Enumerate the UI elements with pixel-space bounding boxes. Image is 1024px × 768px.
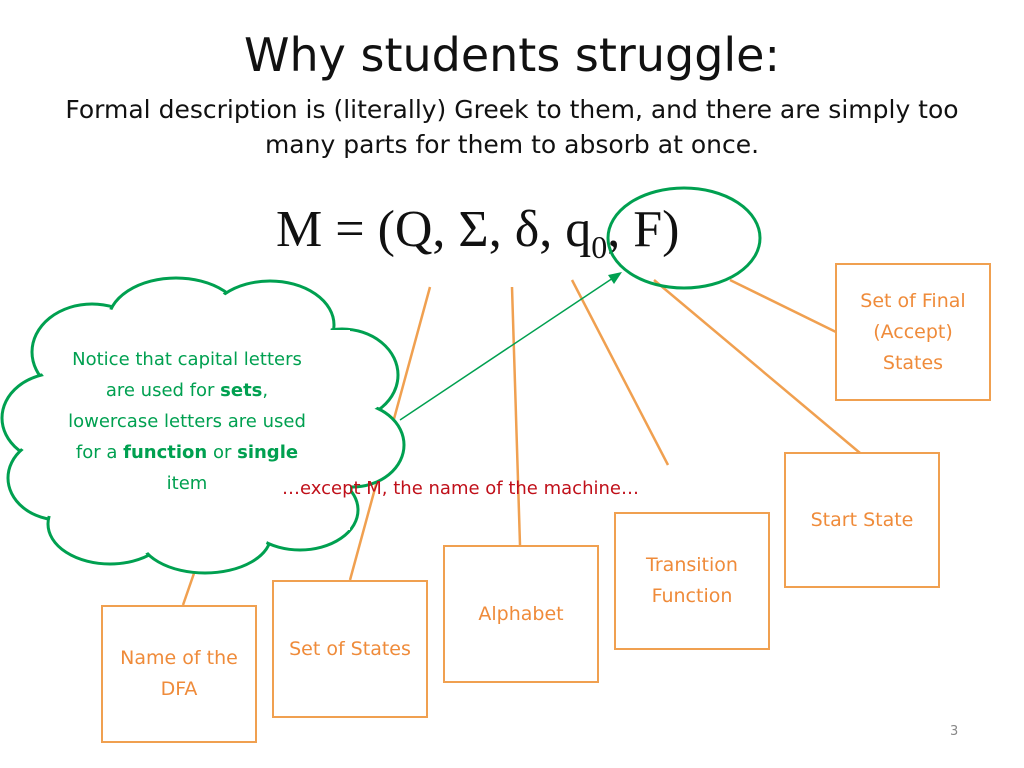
box-name-of-dfa-label: Name of the DFA <box>120 647 238 700</box>
box-alphabet: Alphabet <box>443 545 599 683</box>
slide-title: Why students struggle: <box>244 28 780 82</box>
box-final-states-label: Set of Final (Accept) States <box>860 289 966 374</box>
connector-alphabet <box>510 286 522 546</box>
cloud-text-part3: or <box>207 442 238 463</box>
cloud-text-function: function <box>123 442 208 463</box>
connector-final <box>729 278 837 334</box>
box-set-of-states-label: Set of States <box>289 637 411 660</box>
cloud-text-single: single <box>237 442 299 463</box>
page-number: 3 <box>950 724 959 739</box>
box-name-of-dfa: Name of the DFA <box>101 605 257 743</box>
box-transition-function: Transition Function <box>614 512 770 650</box>
connector-start <box>653 279 861 454</box>
highlight-ellipse <box>606 186 762 290</box>
cloud-text-part2: , lowercase letters are used for a <box>68 380 306 463</box>
exception-note: …except M, the name of the machine… <box>282 478 639 499</box>
box-start-state-label: Start State <box>810 508 914 531</box>
box-start-state: Start State <box>784 452 940 588</box>
cloud-text-sets: sets <box>220 380 263 401</box>
arrow-to-q0 <box>399 272 622 421</box>
cloud-text-part1: Notice that capital letters are used for <box>72 349 302 401</box>
cloud-text: Notice that capital letters are used for… <box>58 344 316 499</box>
box-transition-function-label: Transition Function <box>646 554 738 607</box>
slide-subtitle: Formal description is (literally) Greek … <box>65 95 959 159</box>
box-final-states: Set of Final (Accept) States <box>835 263 991 401</box>
box-alphabet-label: Alphabet <box>478 602 564 625</box>
cloud-text-part4: item <box>166 473 208 494</box>
connector-transition <box>570 279 670 466</box>
formula-prefix: M = (Q, Σ, δ, q <box>276 201 592 258</box>
formula-subscript: 0 <box>591 229 608 265</box>
box-set-of-states: Set of States <box>272 580 428 718</box>
thought-cloud <box>0 276 406 575</box>
